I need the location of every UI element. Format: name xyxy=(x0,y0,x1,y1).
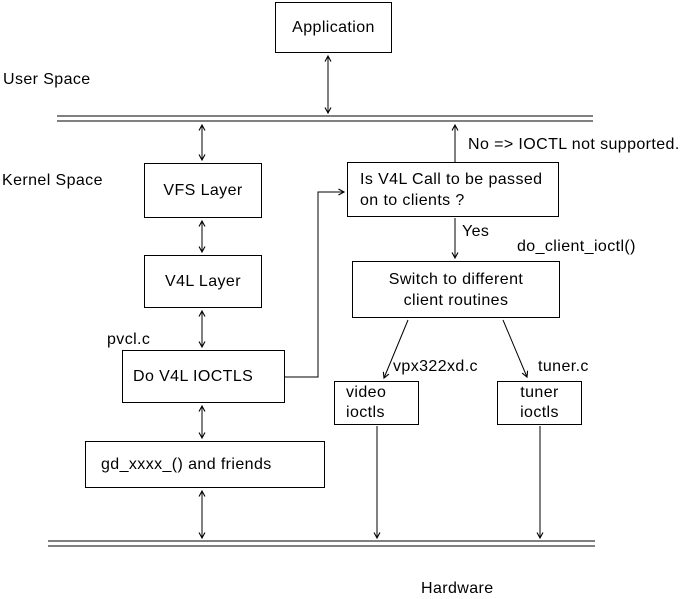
box-do-v4l-ioctls: Do V4L IOCTLS xyxy=(122,350,285,403)
box-video-ioctls-line1: video xyxy=(346,384,387,401)
box-tuner-ioctls-line2: ioctls xyxy=(520,404,559,421)
box-gd-xxxx-friends: gd_xxxx_() and friends xyxy=(85,441,325,488)
label-yes-branch: Yes xyxy=(462,223,490,240)
arrow-switch-to-tuner xyxy=(502,319,529,379)
label-user-space: User Space xyxy=(3,71,91,88)
label-do-client-ioctl: do_client_ioctl() xyxy=(517,238,636,255)
label-kernel-space: Kernel Space xyxy=(2,172,103,189)
box-tuner-ioctls: tuner ioctls xyxy=(497,381,582,425)
box-is-v4l-call: Is V4L Call to be passed on to clients ? xyxy=(347,162,559,217)
label-no-branch: No => IOCTL not supported. xyxy=(468,136,680,153)
box-do-v4l-ioctls-label: Do V4L IOCTLS xyxy=(133,368,254,385)
arrow-do-ioctls-to-is-call xyxy=(285,188,346,378)
box-video-ioctls: video ioctls xyxy=(334,381,419,425)
label-tuner-file: tuner.c xyxy=(538,358,589,375)
label-pvcl-file: pvcl.c xyxy=(107,331,151,348)
box-switch-client-routines-line2: client routines xyxy=(403,291,509,309)
box-vfs-layer-label: VFS Layer xyxy=(163,182,243,199)
box-application-label: Application xyxy=(292,19,375,36)
box-gd-xxxx-friends-label: gd_xxxx_() and friends xyxy=(101,456,272,473)
box-vfs-layer: VFS Layer xyxy=(144,163,262,218)
box-video-ioctls-line2: ioctls xyxy=(346,404,385,421)
box-tuner-ioctls-line1: tuner xyxy=(520,384,559,401)
box-is-v4l-call-line1: Is V4L Call to be passed xyxy=(360,170,543,188)
box-switch-client-routines-line1: Switch to different xyxy=(388,270,524,288)
box-v4l-layer-label: V4L Layer xyxy=(165,273,241,290)
box-v4l-layer: V4L Layer xyxy=(144,255,262,308)
label-vpx-file: vpx322xd.c xyxy=(393,358,478,375)
box-is-v4l-call-line2: on to clients ? xyxy=(360,191,465,209)
box-application: Application xyxy=(275,2,392,53)
label-hardware: Hardware xyxy=(421,580,494,597)
box-switch-client-routines: Switch to different client routines xyxy=(352,261,560,318)
